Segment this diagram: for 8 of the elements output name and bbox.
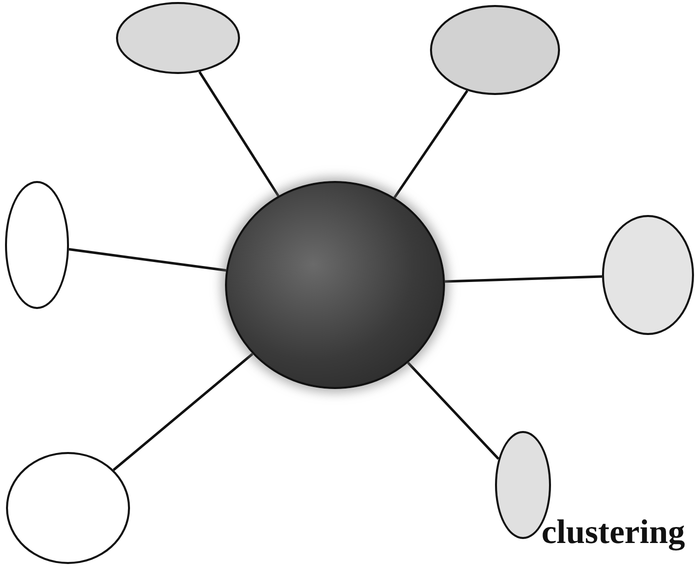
connector-line <box>394 90 468 198</box>
connector-line <box>198 71 280 197</box>
connector-line <box>68 248 226 272</box>
caption: clustering <box>541 514 685 552</box>
connector-line <box>407 362 500 460</box>
connector-line <box>444 275 602 283</box>
connector-line <box>112 352 254 471</box>
central-ellipse <box>225 181 445 389</box>
